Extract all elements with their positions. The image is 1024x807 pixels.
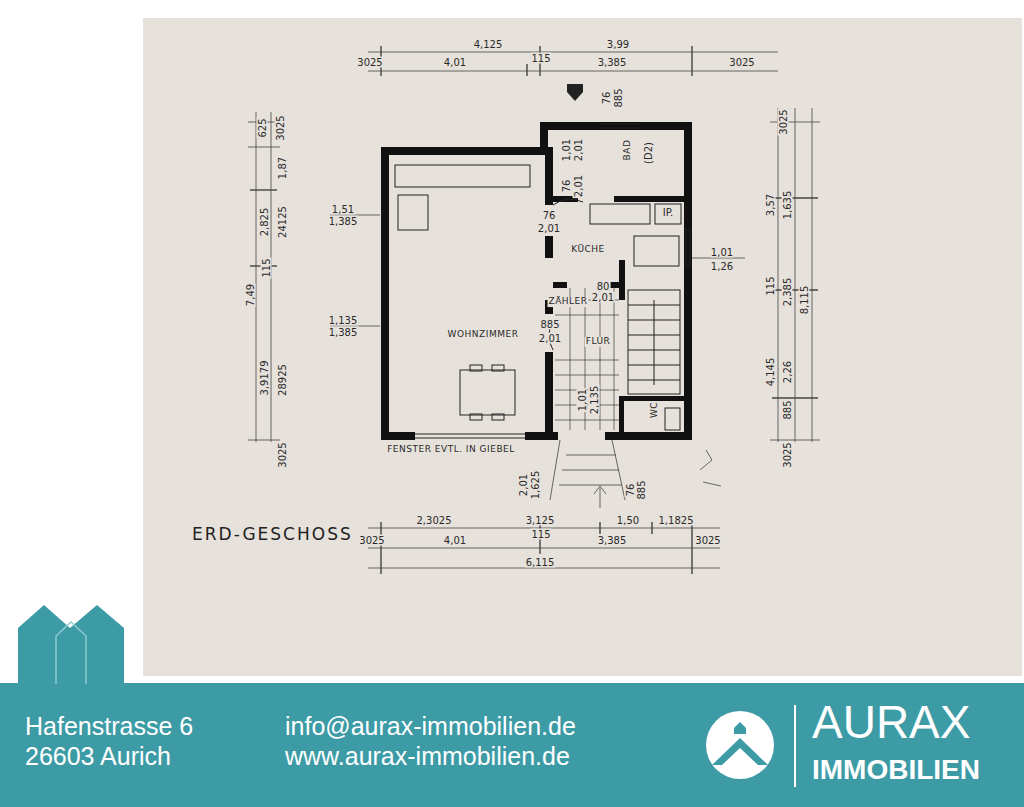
dimension-text: 2,01 [538, 333, 562, 344]
dimension-text: 3,57 [765, 193, 776, 217]
dimension-text: 625 [257, 117, 268, 138]
brand-name: IMMOBILIEN [812, 753, 980, 787]
dimension-text: 3,385 [597, 57, 628, 68]
dimension-text: 115 [530, 53, 551, 64]
dimension-text: 2,135 [589, 385, 600, 416]
dimension-text: 3025 [277, 441, 288, 468]
dimension-text: 2,26 [782, 360, 793, 384]
footer-band: Hafenstrasse 6 26603 Aurich info@aurax-im… [0, 683, 1024, 807]
dimension-text: 76 [561, 179, 572, 194]
dimension-text: 4,01 [443, 57, 467, 68]
dimension-text: 1,1825 [658, 515, 695, 526]
dimension-text: 115 [765, 275, 776, 296]
dimension-text: 115 [261, 257, 272, 278]
dimension-text: 1,01 [577, 388, 588, 412]
plan-title: ERD-GESCHOSS [192, 524, 353, 544]
room-name: WC [650, 401, 660, 419]
dimension-text: 1,635 [782, 190, 793, 221]
dimension-text: 2,01 [573, 138, 584, 162]
house-icon [18, 605, 124, 684]
dimension-text: 3025 [778, 108, 789, 135]
room-name: WOHNZIMMER [447, 330, 520, 340]
dimension-text: 76 [601, 91, 612, 106]
dimension-text: 3,385 [597, 535, 628, 546]
dimension-text: 76 [542, 210, 557, 221]
dimension-text: 1,01 [710, 247, 734, 258]
dimension-text: 3025 [694, 535, 721, 546]
dimension-text: 1,87 [277, 156, 288, 180]
dimension-text: 885 [539, 319, 560, 330]
dimension-text: 1,135 [328, 315, 359, 326]
entry-arrow [567, 84, 583, 101]
dimension-text: 3025 [275, 114, 286, 141]
dimension-text: 24125 [277, 205, 288, 239]
dimension-text: 1,26 [710, 261, 734, 272]
dimension-text: 1,50 [616, 515, 640, 526]
dimension-text: 4,01 [443, 535, 467, 546]
dimension-text: 2,01 [591, 292, 615, 303]
dimension-text: 1,01 [561, 138, 572, 162]
walls [381, 122, 692, 440]
dimension-text: 76 [625, 483, 636, 498]
room-name: FLUR [585, 337, 612, 347]
room-name: FENSTER EVTL. IN GIEBEL [386, 445, 516, 455]
dimension-text: 3025 [356, 57, 383, 68]
footer-band [0, 683, 1024, 807]
dimension-text: IP. [662, 207, 675, 218]
dimension-text: 2,825 [259, 207, 270, 238]
dimension-text: 4,125 [473, 39, 504, 50]
dimension-lines [248, 46, 820, 574]
dimension-text: 3025 [728, 57, 755, 68]
room-name: BAD [623, 139, 633, 162]
fixtures [395, 124, 690, 438]
brand-logo [706, 705, 795, 787]
dimension-text: 8,115 [799, 285, 810, 316]
contact-text: Hafenstrasse 6 26603 Aurich [25, 711, 255, 771]
dimension-text: 885 [636, 479, 647, 500]
dimension-text: 3,125 [525, 515, 556, 526]
brand-name: AURAX [812, 695, 970, 750]
dimension-text: 1,385 [328, 216, 359, 227]
dimension-text: 2,385 [782, 277, 793, 308]
dimension-text: 6,115 [525, 557, 556, 568]
room-name: ZÄHLER [547, 297, 588, 307]
dimension-text: 885 [613, 87, 624, 108]
room-name: KÜCHE [570, 245, 606, 255]
dimension-text: 80 [596, 281, 611, 292]
paper-ground [143, 18, 1022, 676]
dimension-text: 3,99 [606, 39, 630, 50]
dimension-text: 1,51 [331, 204, 355, 215]
dimension-text: 1,625 [530, 470, 541, 501]
dimension-text: 2,01 [573, 174, 584, 198]
dimension-text: 4,145 [765, 357, 776, 388]
dimension-text: 2,01 [537, 223, 561, 234]
dimension-text: 115 [530, 529, 551, 540]
dimension-text: 3025 [782, 441, 793, 468]
dimension-text: 3,9179 [259, 360, 270, 397]
contact-text: info@aurax-immobilien.de www.aurax-immob… [285, 711, 675, 771]
dimension-text: 3025 [358, 535, 385, 546]
dimension-text: 2,3025 [416, 515, 453, 526]
dimension-text: 2,01 [518, 473, 529, 497]
dimension-text: (D2) [643, 141, 654, 165]
dimension-text: 28925 [277, 363, 288, 397]
dimension-text: 885 [782, 399, 793, 420]
dimension-text: 7,49 [245, 283, 256, 307]
dimension-text: 1,385 [328, 327, 359, 338]
